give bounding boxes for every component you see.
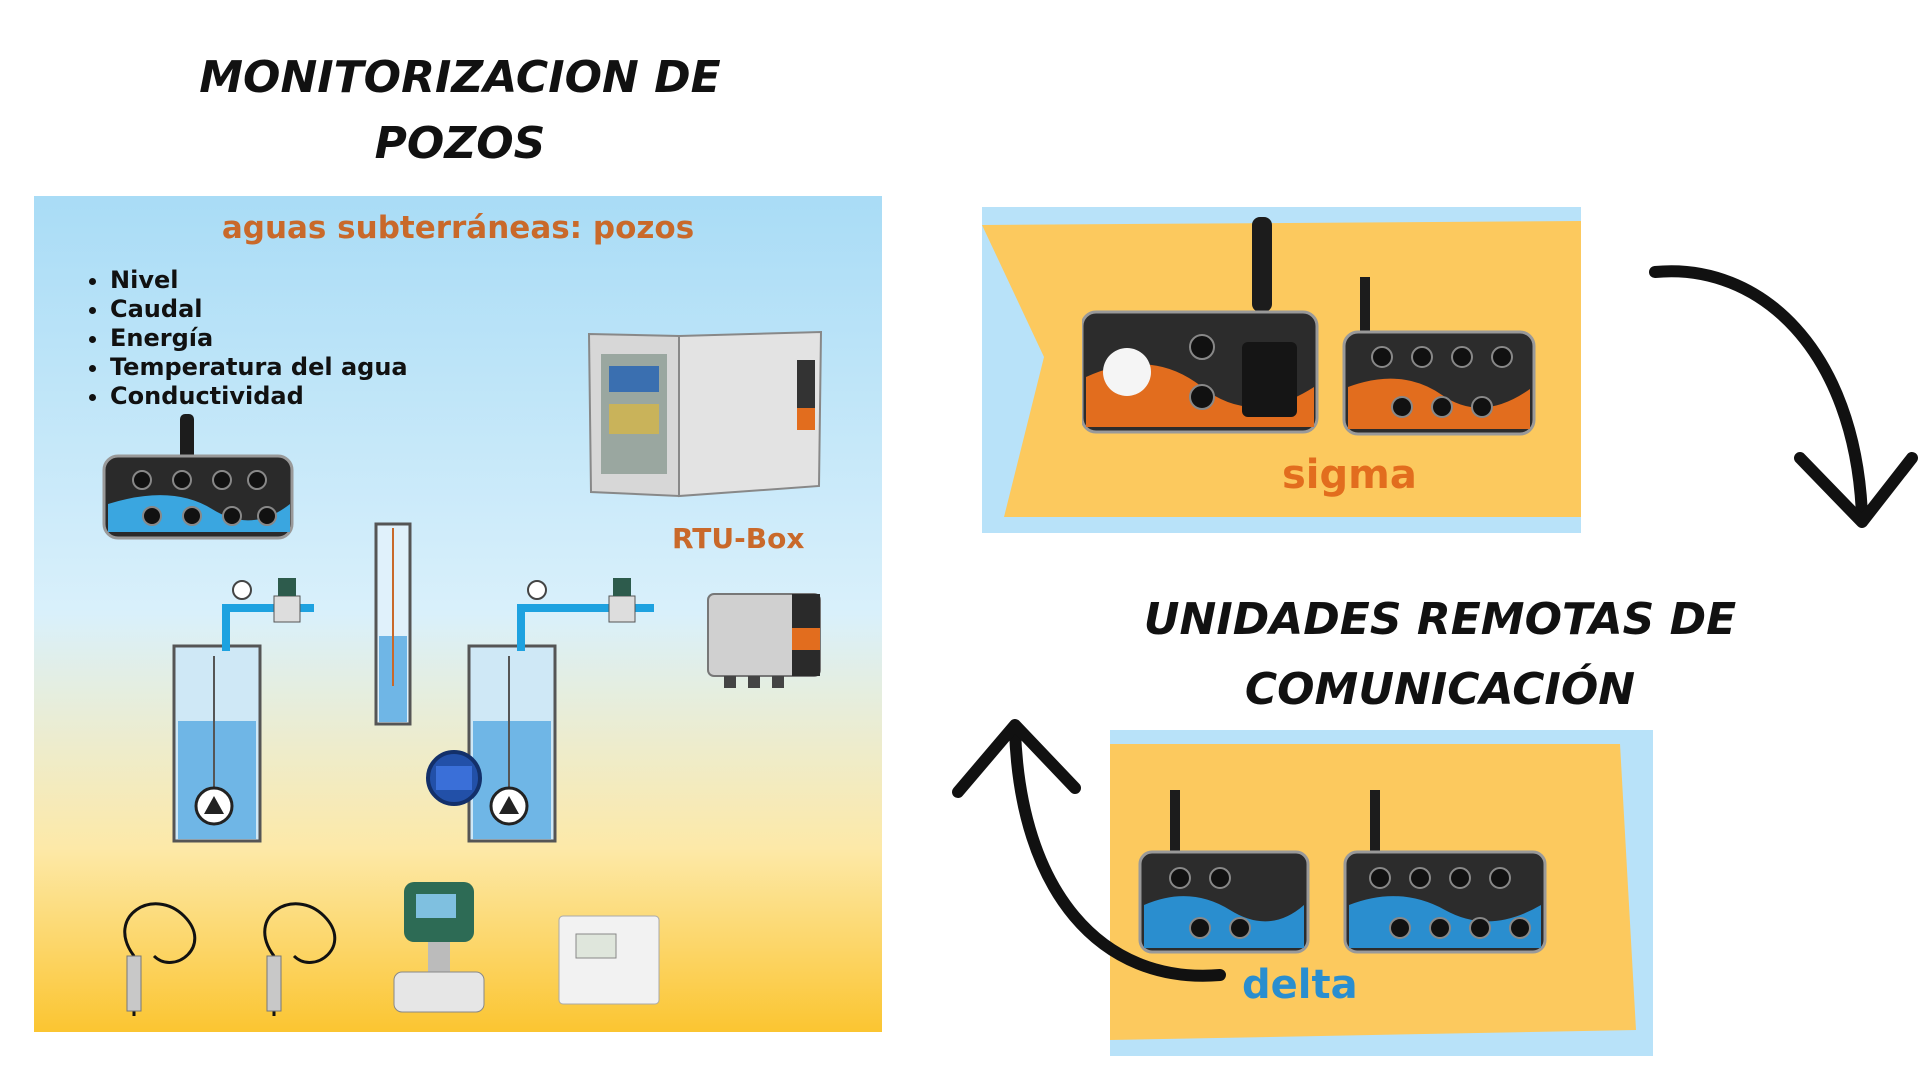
list-item: Conductividad [110,382,408,411]
arrow-up-icon [952,719,1226,982]
delta-devices-illustration [1138,790,1547,954]
page-title-left: MONITORIZACION DE POZOS [150,45,770,177]
title-line-1: MONITORIZACION DE [199,52,721,103]
list-item: Nivel [110,266,408,295]
list-item: Energía [110,324,408,353]
title-line-1: UNIDADES REMOTAS DE COMUNICACIÓN [1143,594,1737,716]
list-item: Temperatura del agua [110,353,408,382]
delta-panel: delta [1110,730,1653,1056]
panel-title: aguas subterráneas: pozos [221,210,695,246]
wells-illustration [172,522,654,843]
list-item: Caudal [110,295,408,324]
measurement-list: Nivel Caudal Energía Temperatura del agu… [80,266,408,411]
sigma-devices-illustration [1082,217,1536,436]
arrow-down-icon [1649,265,1918,528]
rtu-box-cabinet-illustration [587,330,823,498]
small-rtu-box-illustration [707,593,821,688]
delta-label: delta [1242,962,1358,1008]
title-line-2: POZOS [374,118,546,169]
sensors-illustration [123,882,660,1016]
sigma-label: sigma [1282,452,1417,498]
rtu-device-illustration [102,414,294,540]
rtu-box-label: RTU-Box [672,522,805,555]
sigma-panel: sigma [982,207,1581,533]
well-monitoring-panel: aguas subterráneas: pozos Nivel Caudal E… [34,196,882,1032]
